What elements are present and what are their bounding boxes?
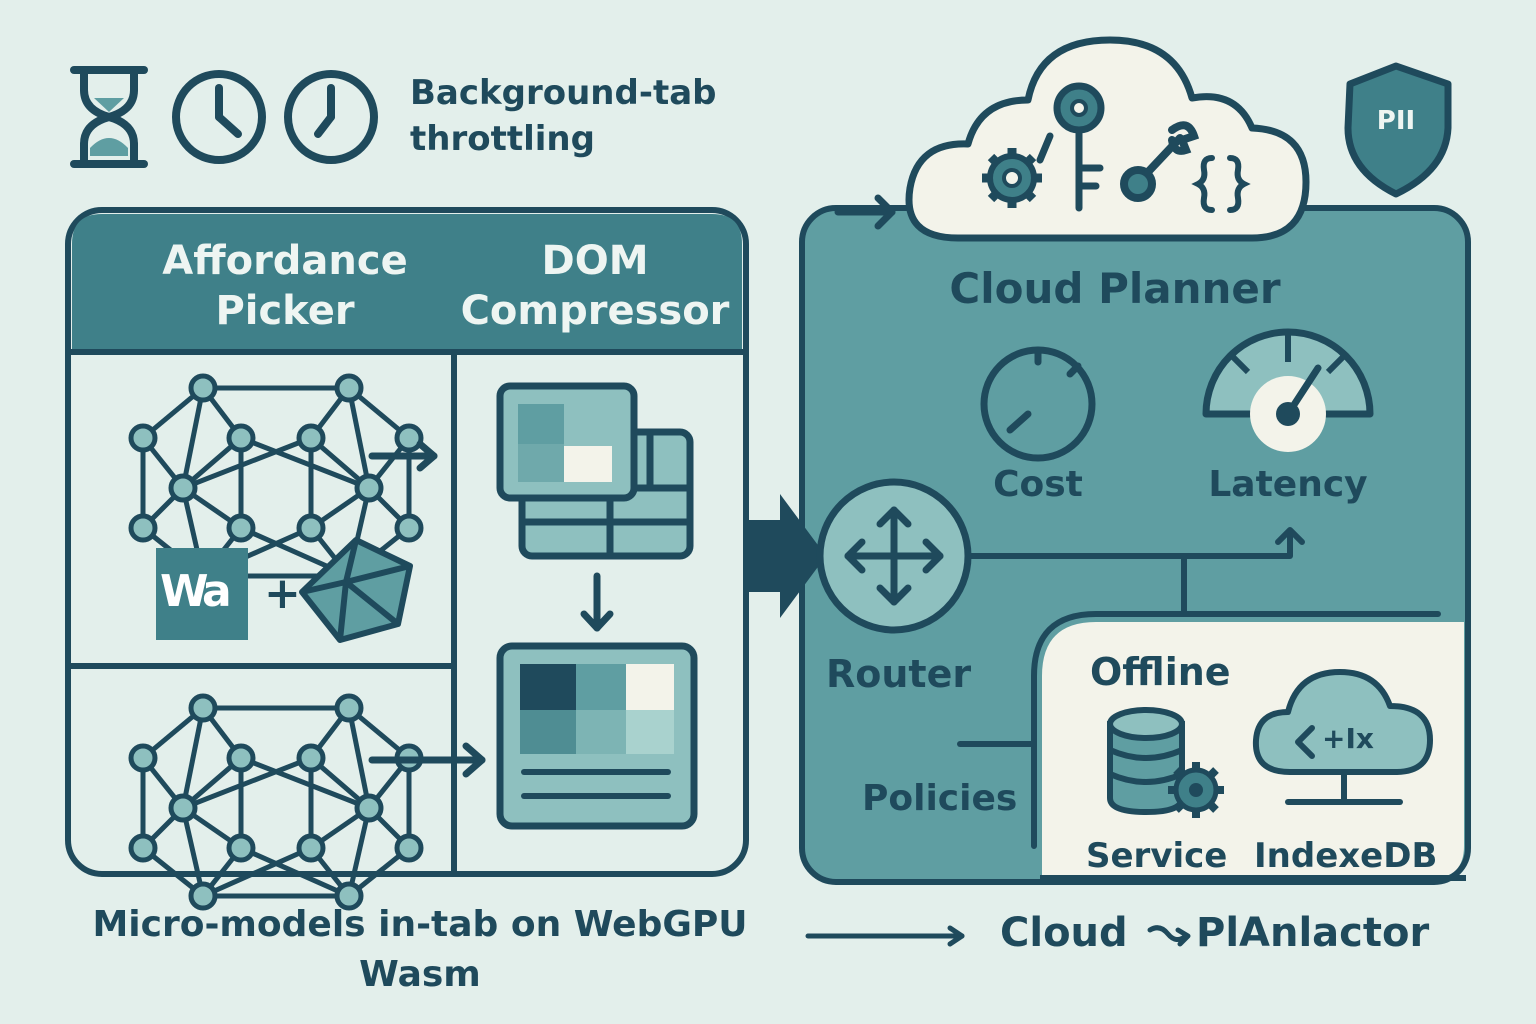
network-node xyxy=(394,423,424,453)
network-node xyxy=(128,743,158,773)
affordance-picker-header: Affordance Picker xyxy=(130,236,440,336)
network-edge xyxy=(346,707,372,809)
network-edge xyxy=(182,755,312,811)
network-node xyxy=(168,793,198,823)
network-node xyxy=(296,423,326,453)
network-node xyxy=(296,833,326,863)
footer-squiggle-arrow xyxy=(1147,925,1191,947)
offline-gear-icon xyxy=(1168,762,1224,818)
header-right-line-2: Compressor xyxy=(460,288,730,334)
network-node xyxy=(334,881,364,911)
webgpu-gem-icon xyxy=(299,537,413,643)
network-node xyxy=(296,513,326,543)
footer-left-caption: Micro-models in-tab on WebGPU Wasm xyxy=(70,900,770,1000)
router-connectors xyxy=(957,527,1441,849)
latency-label: Latency xyxy=(1208,464,1368,505)
footer-arrow xyxy=(805,925,965,947)
arrow-down xyxy=(580,572,614,632)
caption-line-2: throttling xyxy=(410,119,595,159)
policies-label: Policies xyxy=(862,778,1018,819)
key-icon xyxy=(1036,82,1105,212)
dom-layout-icon xyxy=(496,382,694,560)
wrench-icon xyxy=(1120,121,1200,202)
network-node xyxy=(334,373,364,403)
shield-icon xyxy=(1344,62,1452,198)
network-node xyxy=(296,743,326,773)
clock-icon-2 xyxy=(284,70,378,164)
speedometer-icon xyxy=(1202,328,1374,452)
network-node xyxy=(188,693,218,723)
hourglass-icon xyxy=(70,66,148,168)
network-node xyxy=(226,513,256,543)
header-right-line-1: DOM xyxy=(541,238,649,284)
arrow-to-dom xyxy=(368,440,438,472)
cloud-icon xyxy=(905,36,1310,242)
network-edge xyxy=(180,387,206,489)
network-node xyxy=(354,473,384,503)
network-edge xyxy=(346,387,372,489)
network-node xyxy=(226,743,256,773)
arrow-to-cloud xyxy=(834,194,896,230)
network-node xyxy=(226,833,256,863)
pii-badge-text: PII xyxy=(1376,106,1416,136)
cost-label: Cost xyxy=(993,464,1083,505)
code-braces-icon xyxy=(1191,155,1251,213)
network-edge xyxy=(239,845,351,899)
cloud-planner-title: Cloud Planner xyxy=(949,264,1281,313)
footer-planlactor-word: PlAnlactor xyxy=(1196,910,1430,956)
router-label: Router xyxy=(826,652,972,696)
network-node xyxy=(168,473,198,503)
gear-icon xyxy=(982,148,1042,208)
network-node xyxy=(334,693,364,723)
header-left-line-1: Affordance xyxy=(162,238,408,284)
network-edge xyxy=(182,435,312,491)
network-node xyxy=(128,423,158,453)
network-node xyxy=(226,423,256,453)
cloud-monitor-icon xyxy=(1252,669,1433,805)
network-edge xyxy=(346,807,372,897)
network-edge xyxy=(201,845,313,899)
network-node xyxy=(128,513,158,543)
footer-left-line-2: Wasm xyxy=(359,954,481,995)
background-tab-caption: Background-tab throttling xyxy=(410,70,716,162)
wasm-logo xyxy=(156,548,248,640)
gauge-icon xyxy=(980,346,1096,462)
compressed-dom-icon xyxy=(496,642,698,830)
database-icon xyxy=(1107,707,1185,816)
arrow-to-compressed xyxy=(368,742,486,778)
network-edge xyxy=(240,435,370,491)
service-label: Service xyxy=(1086,836,1228,876)
network-node xyxy=(188,373,218,403)
router-arrows-icon xyxy=(816,478,972,634)
network-edge xyxy=(240,755,370,811)
network-edge xyxy=(180,707,206,809)
cloud-code-text: +Ix xyxy=(1322,722,1374,755)
network-node xyxy=(354,793,384,823)
offline-label: Offline xyxy=(1090,650,1231,694)
network-node xyxy=(128,833,158,863)
network-edge xyxy=(180,807,206,897)
wasm-badge-text: Wa xyxy=(160,566,232,617)
dom-compressor-header: DOM Compressor xyxy=(450,236,740,336)
plus-text: + xyxy=(264,568,301,619)
network-node xyxy=(394,513,424,543)
network-node xyxy=(188,881,218,911)
footer-cloud-word: Cloud xyxy=(1000,910,1128,956)
indexeddb-label: IndexeDB xyxy=(1254,836,1438,876)
caption-line-1: Background-tab xyxy=(410,73,717,113)
clock-icon xyxy=(172,70,266,164)
footer-left-line-1: Micro-models in-tab on WebGPU xyxy=(92,904,748,945)
header-left-line-2: Picker xyxy=(215,288,355,334)
big-arrow-to-router xyxy=(746,494,826,618)
network-node xyxy=(394,833,424,863)
